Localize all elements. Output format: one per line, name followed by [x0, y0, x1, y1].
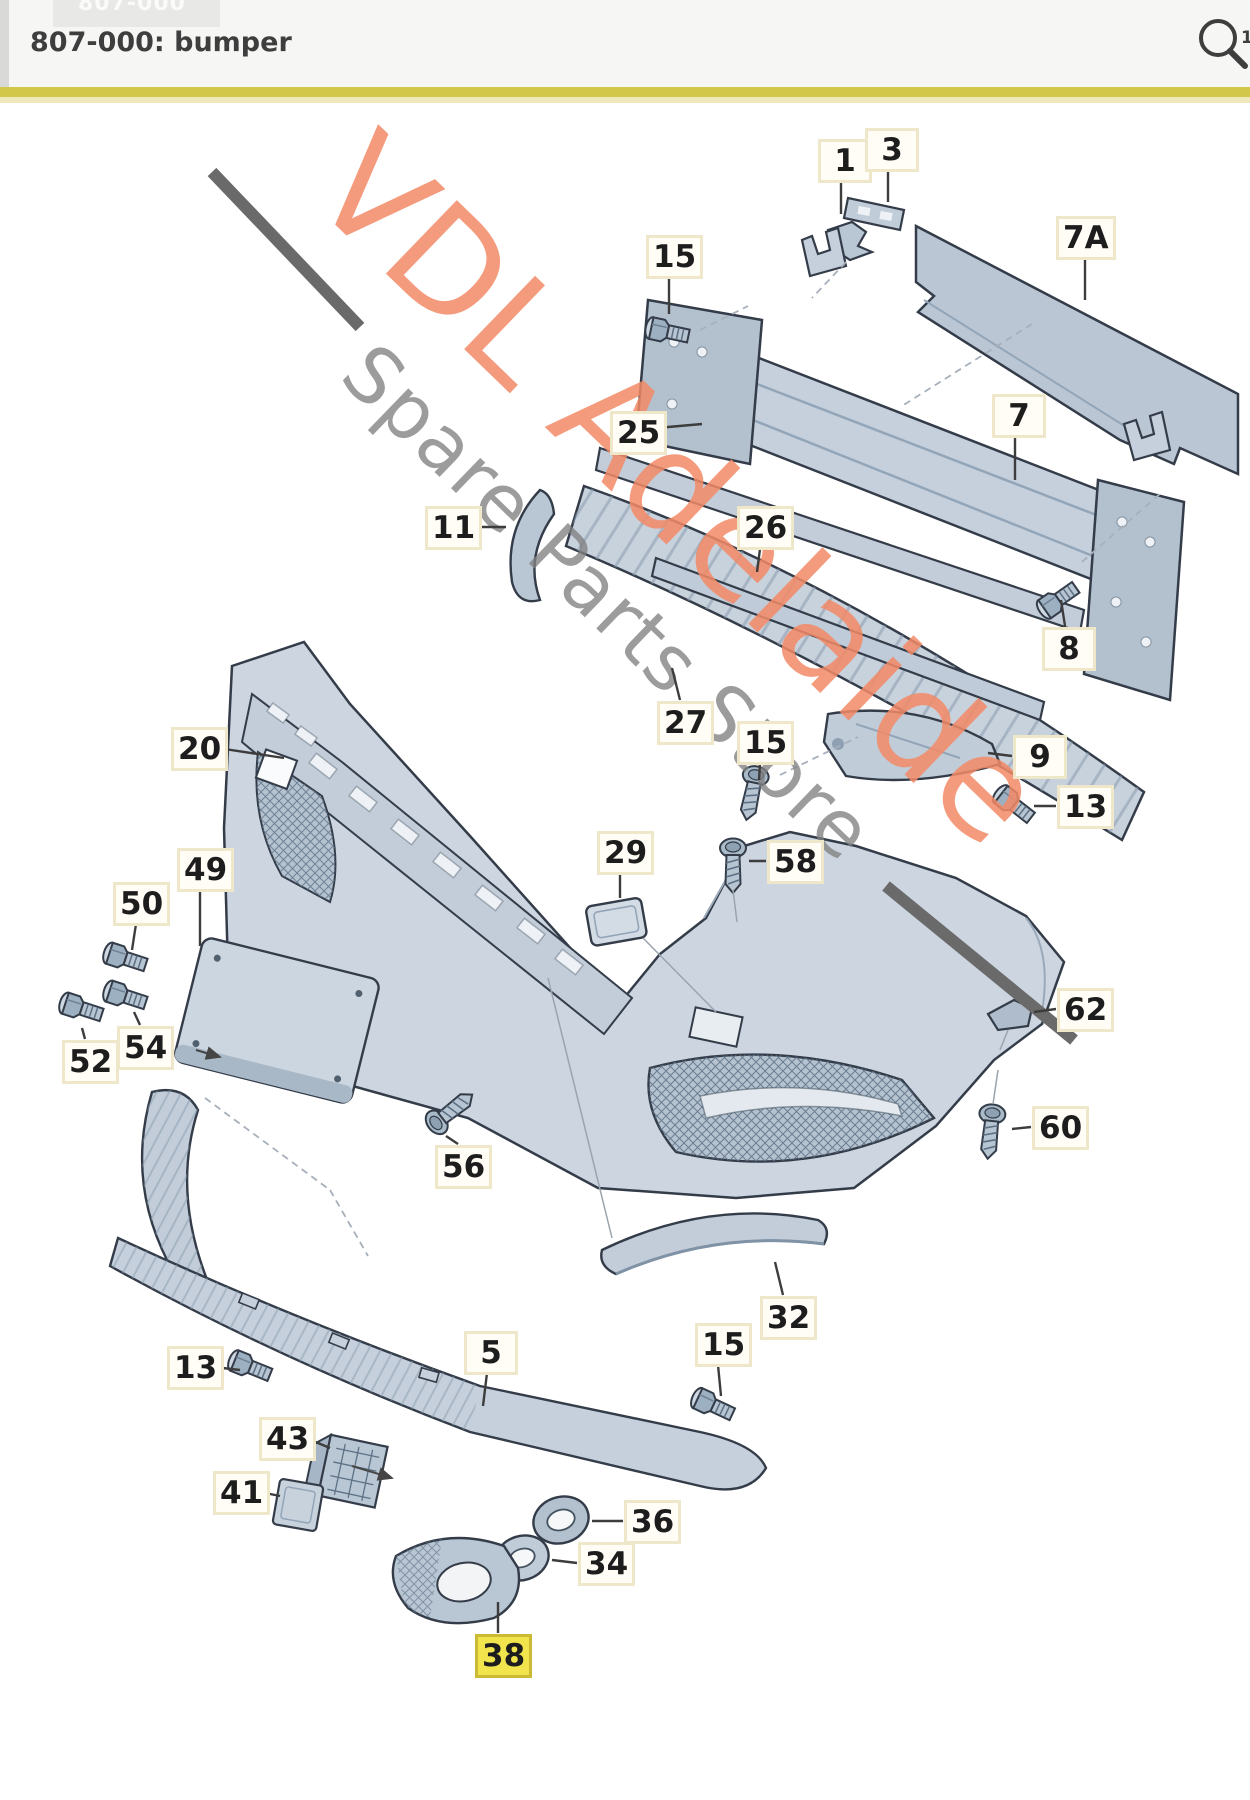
part-label-7A[interactable]: 7A [1056, 216, 1116, 260]
part-29-washer-cover[interactable] [585, 896, 648, 947]
accent-divider-soft [0, 97, 1250, 103]
part-label-58[interactable]: 58 [767, 840, 825, 884]
part-label-20[interactable]: 20 [171, 727, 229, 771]
part-41-cover-plate[interactable] [271, 1478, 325, 1532]
part-label-25[interactable]: 25 [610, 411, 668, 455]
fit-direction-arrow [351, 1465, 394, 1481]
part-43-grille-cover[interactable] [303, 1432, 389, 1510]
header-bar: 807-000 807-000: bumper 1 [0, 0, 1250, 103]
part-11-guide-bracket[interactable] [509, 488, 556, 603]
part-label-27[interactable]: 27 [657, 701, 715, 745]
part-label-43[interactable]: 43 [259, 1417, 317, 1461]
search-button[interactable] [1196, 14, 1250, 70]
part-label-62[interactable]: 62 [1057, 988, 1115, 1032]
breadcrumb-tab-label: 807-000 [78, 0, 186, 16]
left-edge-strip [0, 0, 9, 103]
search-icon [1199, 19, 1248, 69]
part-label-15[interactable]: 15 [695, 1323, 753, 1367]
part-label-50[interactable]: 50 [113, 882, 171, 926]
search-badge: 1 [1241, 28, 1250, 48]
assembly-guide-lines [204, 261, 1163, 1257]
thin-guide-lines [547, 889, 1009, 1239]
part-label-13[interactable]: 13 [1057, 785, 1115, 829]
fit-direction-arrow-2 [195, 1046, 222, 1060]
part-label-13[interactable]: 13 [167, 1346, 225, 1390]
part-20-bumper-cover[interactable] [222, 640, 1066, 1200]
part-label-11[interactable]: 11 [425, 506, 483, 550]
part-label-8[interactable]: 8 [1042, 627, 1096, 671]
accent-divider [0, 87, 1250, 97]
part-label-32[interactable]: 32 [760, 1296, 818, 1340]
part-label-41[interactable]: 41 [213, 1471, 271, 1515]
page-title: 807-000: bumper [30, 27, 292, 58]
part-label-9[interactable]: 9 [1013, 735, 1067, 779]
part-label-38-highlighted[interactable]: 38 [475, 1634, 533, 1678]
part-label-34[interactable]: 34 [578, 1542, 636, 1586]
part-label-5[interactable]: 5 [464, 1331, 518, 1375]
part-26-lower-strip[interactable] [650, 556, 1046, 722]
part-label-26[interactable]: 26 [737, 506, 795, 550]
breadcrumb-tab[interactable]: 807-000 [53, 0, 220, 27]
diagonal-strike-line-right [882, 881, 1078, 1045]
part-32-trim-strip[interactable] [600, 1212, 829, 1276]
part-label-3[interactable]: 3 [865, 128, 919, 172]
part-label-15[interactable]: 15 [646, 235, 704, 279]
part-label-36[interactable]: 36 [624, 1500, 682, 1544]
diagonal-strike-line-top [207, 167, 365, 332]
part-5-lower-spoiler[interactable] [108, 1236, 768, 1491]
part-5-spoiler-end-cap[interactable] [140, 1088, 210, 1285]
part-label-60[interactable]: 60 [1032, 1106, 1090, 1150]
part-62-clip[interactable] [986, 998, 1034, 1032]
part-label-7[interactable]: 7 [992, 394, 1046, 438]
part-36-ring[interactable] [527, 1489, 594, 1550]
part-9-side-bracket[interactable] [822, 709, 1002, 782]
part-label-54[interactable]: 54 [117, 1026, 175, 1070]
part-label-15[interactable]: 15 [737, 721, 795, 765]
part-label-52[interactable]: 52 [62, 1040, 120, 1084]
part-7-crossmember[interactable] [634, 226, 1186, 702]
part-3-rail[interactable] [842, 196, 906, 232]
part-label-56[interactable]: 56 [435, 1145, 493, 1189]
part-label-49[interactable]: 49 [177, 848, 235, 892]
part-label-29[interactable]: 29 [597, 831, 655, 875]
part-label-1[interactable]: 1 [818, 139, 872, 183]
part-27-impact-absorber[interactable] [564, 484, 1146, 842]
